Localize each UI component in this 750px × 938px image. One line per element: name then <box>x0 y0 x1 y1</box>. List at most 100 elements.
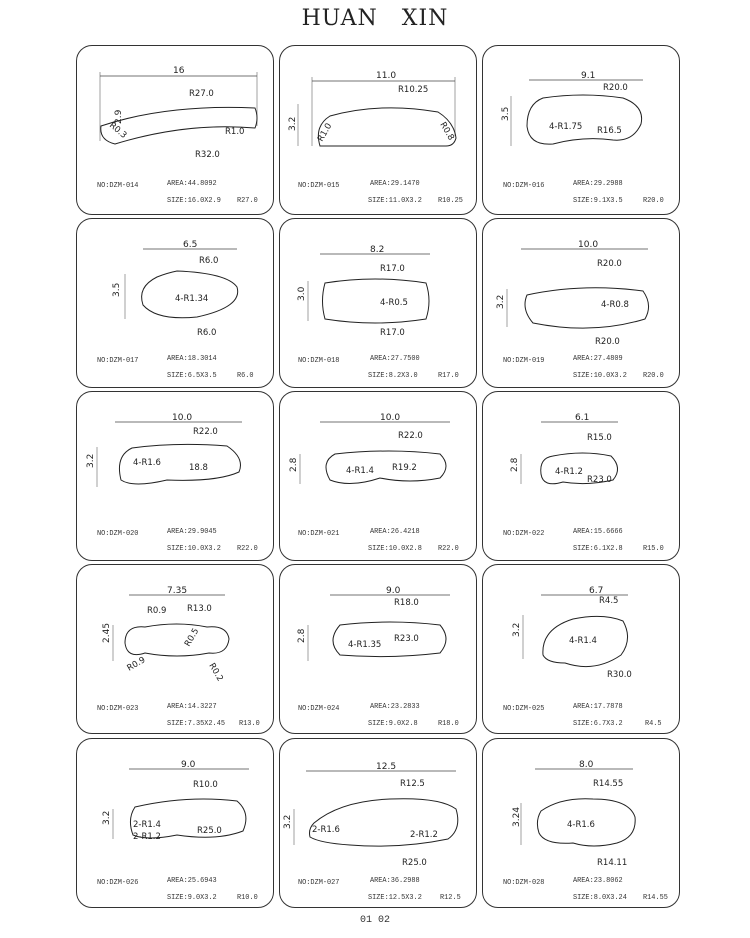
profile-drawing: 6.5 3.5 R6.0 4-R1.34 R6.0 <box>112 240 239 338</box>
width-label: 8.0 <box>579 760 594 770</box>
radius-label: R18.0 <box>394 598 419 608</box>
area-value: AREA:27.7500 <box>370 355 420 363</box>
radius-label: R6.0 <box>197 328 216 338</box>
area-value: AREA:26.4218 <box>370 528 420 536</box>
radius-label: R16.5 <box>597 126 622 136</box>
part-number: NO:DZM-028 <box>503 879 545 887</box>
seal-profile-shape <box>129 798 247 839</box>
part-number: NO:DZM-017 <box>97 357 139 365</box>
radius-value: R4.5 <box>645 720 662 728</box>
radius-label: R14.11 <box>597 858 627 868</box>
radius-label: R20.0 <box>595 337 620 347</box>
radius-label: 2-R1.4 <box>133 820 161 830</box>
area-value: AREA:23.8062 <box>573 877 623 885</box>
size-value: SIZE:16.0X2.9 <box>167 197 221 205</box>
area-value: AREA:17.7878 <box>573 703 623 711</box>
profile-drawing: 8.2 3.0 R17.0 4-R0.5 R17.0 <box>297 245 430 338</box>
radius-label: 4-R1.35 <box>348 640 381 650</box>
radius-value: R20.0 <box>643 197 664 205</box>
radius-label: R1.0 <box>316 122 334 144</box>
seal-profile-shape <box>524 287 649 329</box>
profile-card: 7.35 2.45 R0.9 R13.0 R0.5 R0.9 R0.2 NO:D… <box>76 564 274 734</box>
profile-drawing: 9.0 2.8 R18.0 4-R1.35 R23.0 <box>297 586 450 661</box>
radius-label: R0.9 <box>147 606 166 616</box>
radius-label: R0.5 <box>183 627 201 649</box>
part-number: NO:DZM-021 <box>298 530 340 538</box>
profile-card: 12.5 3.2 R12.5 2-R1.6 2-R1.2 R25.0 NO:DZ… <box>279 738 477 908</box>
radius-label: 4-R1.34 <box>175 294 208 304</box>
part-number: NO:DZM-027 <box>298 879 340 887</box>
seal-profile-shape <box>526 94 643 145</box>
part-number: NO:DZM-019 <box>503 357 545 365</box>
radius-value: R15.0 <box>643 545 664 553</box>
radius-label: R20.0 <box>597 259 622 269</box>
radius-label: R27.0 <box>189 89 214 99</box>
radius-value: R10.0 <box>237 894 258 902</box>
radius-label: R30.0 <box>607 670 632 680</box>
size-value: SIZE:9.0X3.2 <box>167 894 217 902</box>
height-label: 2.8 <box>297 628 307 643</box>
width-label: 11.0 <box>376 71 396 81</box>
width-label: 6.7 <box>589 586 603 596</box>
seal-profile-shape <box>322 278 430 324</box>
radius-label: R23.0 <box>394 634 419 644</box>
part-number: NO:DZM-024 <box>298 705 340 713</box>
area-value: AREA:15.6666 <box>573 528 623 536</box>
profile-drawing: 6.1 2.8 R15.0 4-R1.2 R23.0 <box>510 413 618 485</box>
size-value: SIZE:11.0X3.2 <box>368 197 422 205</box>
height-label: 3.5 <box>501 107 511 121</box>
size-value: SIZE:8.0X3.24 <box>573 894 627 902</box>
radius-label: 4-R1.6 <box>567 820 595 830</box>
radius-label: R20.0 <box>603 83 628 93</box>
radius-value: R13.0 <box>239 720 260 728</box>
profile-card: 8.0 3.24 R14.55 4-R1.6 R14.11 NO:DZM-028… <box>482 738 680 908</box>
profile-card: 6.1 2.8 R15.0 4-R1.2 R23.0 NO:DZM-022 AR… <box>482 391 680 561</box>
area-value: AREA:23.2833 <box>370 703 420 711</box>
radius-label: 2-R1.6 <box>312 825 340 835</box>
radius-label: R13.0 <box>187 604 212 614</box>
radius-value: R20.0 <box>643 372 664 380</box>
area-value: AREA:29.1470 <box>370 180 420 188</box>
profile-card: 9.0 3.2 R10.0 2-R1.4 2-R1.2 R25.0 NO:DZM… <box>76 738 274 908</box>
radius-label: 4-R1.2 <box>555 467 583 477</box>
height-label: 3.2 <box>283 815 293 829</box>
width-label: 9.0 <box>386 586 401 596</box>
part-number: NO:DZM-023 <box>97 705 139 713</box>
seal-profile-shape <box>540 452 618 485</box>
width-label: 9.1 <box>581 71 595 81</box>
profile-drawing: 7.35 2.45 R0.9 R13.0 R0.5 R0.9 R0.2 <box>102 586 230 683</box>
seal-profile-shape <box>124 623 230 657</box>
radius-label: R22.0 <box>398 431 423 441</box>
radius-label: R10.0 <box>193 780 218 790</box>
part-number: NO:DZM-016 <box>503 182 545 190</box>
radius-label: R17.0 <box>380 328 405 338</box>
width-label: 7.35 <box>167 586 187 596</box>
seal-profile-shape <box>325 450 447 484</box>
width-label: 9.0 <box>181 760 196 770</box>
profile-card: 10.0 3.2 R22.0 4-R1.6 18.8 NO:DZM-020 AR… <box>76 391 274 561</box>
radius-value: R22.0 <box>237 545 258 553</box>
width-label: 16 <box>173 66 185 76</box>
radius-label: R25.0 <box>197 826 222 836</box>
part-number: NO:DZM-026 <box>97 879 139 887</box>
width-label: 10.0 <box>380 413 400 423</box>
width-label: 6.5 <box>183 240 197 250</box>
page-number: 01 02 <box>359 915 390 926</box>
height-label: 3.0 <box>297 286 307 301</box>
radius-label: 18.8 <box>189 463 208 473</box>
radius-label: R6.0 <box>199 256 218 266</box>
seal-profile-shape <box>141 270 239 319</box>
size-value: SIZE:7.35X2.45 <box>167 720 225 728</box>
profile-card: 16 2.9 R27.0 R1.0 R32.0 R0.3 NO:DZM-014 … <box>76 45 274 215</box>
profile-drawing: 16 2.9 R27.0 R1.0 R32.0 R0.3 <box>99 66 258 160</box>
height-label: 3.2 <box>496 295 506 309</box>
size-value: SIZE:9.0X2.8 <box>368 720 418 728</box>
height-label: 2.45 <box>102 623 112 643</box>
size-value: SIZE:6.1X2.8 <box>573 545 623 553</box>
size-value: SIZE:10.0X3.2 <box>573 372 627 380</box>
radius-label: R0.8 <box>437 121 455 143</box>
size-value: SIZE:8.2X3.0 <box>368 372 418 380</box>
seal-profile-shape <box>332 621 447 658</box>
profile-card: 6.7 3.2 R4.5 4-R1.4 R30.0 NO:DZM-025 ARE… <box>482 564 680 734</box>
